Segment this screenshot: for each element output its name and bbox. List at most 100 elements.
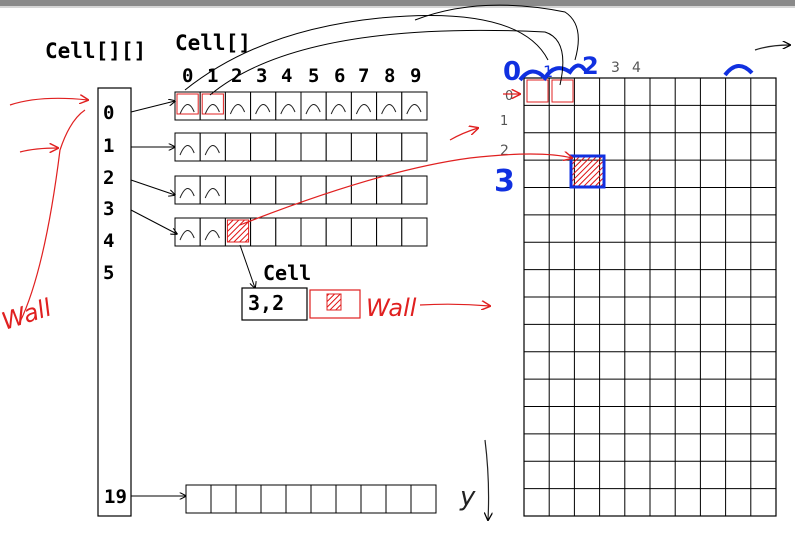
array-slot	[235, 484, 262, 514]
inner-array-row-3	[174, 217, 428, 247]
array-slot	[224, 91, 252, 121]
array-slot	[401, 217, 428, 247]
grid-cell-0-0-mark	[526, 79, 549, 103]
array-slot	[250, 217, 277, 247]
array-slot	[275, 91, 302, 121]
grid-row-label-1: 1	[500, 114, 508, 129]
column-index-label: 7	[358, 65, 369, 87]
array-slot	[350, 132, 378, 162]
array-slot	[376, 132, 403, 162]
array-slot	[199, 175, 226, 205]
wall-scribble	[204, 145, 220, 156]
cell-type-label: Cell	[263, 261, 311, 285]
array-slot	[224, 175, 252, 205]
array-slot	[174, 217, 201, 247]
wall-scribble	[355, 104, 372, 115]
wall-scribble	[179, 145, 195, 156]
grid-row-label-0: 0	[505, 89, 513, 104]
array-slot	[250, 132, 277, 162]
column-index-label: 1	[207, 65, 218, 87]
curve-to-grid-2	[414, 4, 579, 61]
inner-array-row-1	[174, 132, 428, 162]
wall-scribble	[305, 104, 321, 115]
array-slot	[224, 132, 252, 162]
y-axis-arrow	[485, 439, 489, 520]
array-slot	[325, 217, 352, 247]
column-index-label: 5	[308, 65, 319, 87]
pointer-arrow-row-2	[130, 179, 175, 195]
grid-col-label-4: 4	[632, 60, 641, 76]
array-slot	[401, 132, 428, 162]
column-index-label: 3	[256, 65, 267, 87]
array-slot	[174, 175, 201, 205]
wall-scribble	[330, 104, 346, 115]
row-index-label: 0	[103, 102, 114, 124]
red-annotations	[9, 45, 790, 520]
column-index-label: 9	[410, 65, 421, 87]
wall-scribble	[381, 104, 397, 115]
array-slot	[275, 175, 302, 205]
row-index-label: 1	[103, 135, 114, 157]
array-slot	[401, 175, 428, 205]
screen-grid	[523, 77, 777, 517]
array-slot	[300, 175, 327, 205]
grid-col-label-0: 0	[503, 57, 521, 87]
inner-arrays	[174, 91, 437, 514]
column-index-label: 6	[334, 65, 345, 87]
array-slot	[385, 484, 412, 514]
inner-array-type-label: Cell[]	[175, 31, 251, 55]
array-slot	[300, 91, 327, 121]
wall-scribble	[280, 104, 296, 115]
array-slot	[300, 217, 327, 247]
wall-scribble	[204, 188, 220, 199]
array-slot	[185, 484, 212, 514]
pointer-arrow-row-3	[130, 209, 177, 234]
array-slot	[325, 132, 352, 162]
array-slot	[376, 91, 403, 121]
grid-col-label-3: 3	[611, 60, 620, 76]
array-slot	[360, 484, 387, 514]
array-slot	[174, 132, 201, 162]
row-index-label: 3	[103, 198, 114, 220]
row-index-label: 5	[103, 262, 114, 284]
curve-to-grid-0	[209, 29, 564, 96]
array-slot	[174, 91, 201, 121]
red-slot-mark	[176, 93, 199, 115]
array-slot	[376, 175, 403, 205]
array-slot	[350, 91, 378, 121]
cell-to-grid-arrow	[239, 154, 572, 226]
array-slot	[285, 484, 312, 514]
highlighted-grid-cell	[569, 154, 606, 189]
grid-row-label-2: 2	[500, 143, 509, 159]
cell-pointer-arrow	[239, 244, 255, 288]
wall-arrow-mid	[19, 148, 58, 152]
column-index-label: 4	[281, 65, 292, 87]
array-slot	[310, 484, 337, 514]
array-slot	[335, 484, 362, 514]
curve-to-grid-1	[184, 15, 549, 91]
column-index-label: 0	[182, 65, 193, 87]
outer-array-type-label: Cell[][]	[45, 39, 146, 63]
inner-array-row-19	[185, 484, 437, 514]
grid-cell-0-1-mark	[551, 79, 574, 103]
row-index-label: 2	[103, 167, 114, 189]
red-slot-wall-mark	[226, 219, 250, 243]
blue-column-bracket	[518, 63, 587, 82]
wall-bracket-line	[19, 109, 86, 323]
array-slot	[260, 484, 287, 514]
outer-array-box	[97, 87, 132, 517]
array-slot	[275, 132, 302, 162]
array-slot	[325, 91, 352, 121]
grid-row-label-3: 3	[494, 164, 515, 199]
window-top-bar	[0, 0, 795, 6]
array-slot	[410, 484, 437, 514]
array-slot	[376, 217, 403, 247]
wall-arrow-top	[9, 98, 88, 106]
row-index-label-last: 19	[104, 486, 127, 508]
array-slot	[250, 175, 277, 205]
array-slot	[401, 91, 428, 121]
wall-scribble	[179, 230, 195, 241]
wall-scribble	[255, 104, 271, 115]
